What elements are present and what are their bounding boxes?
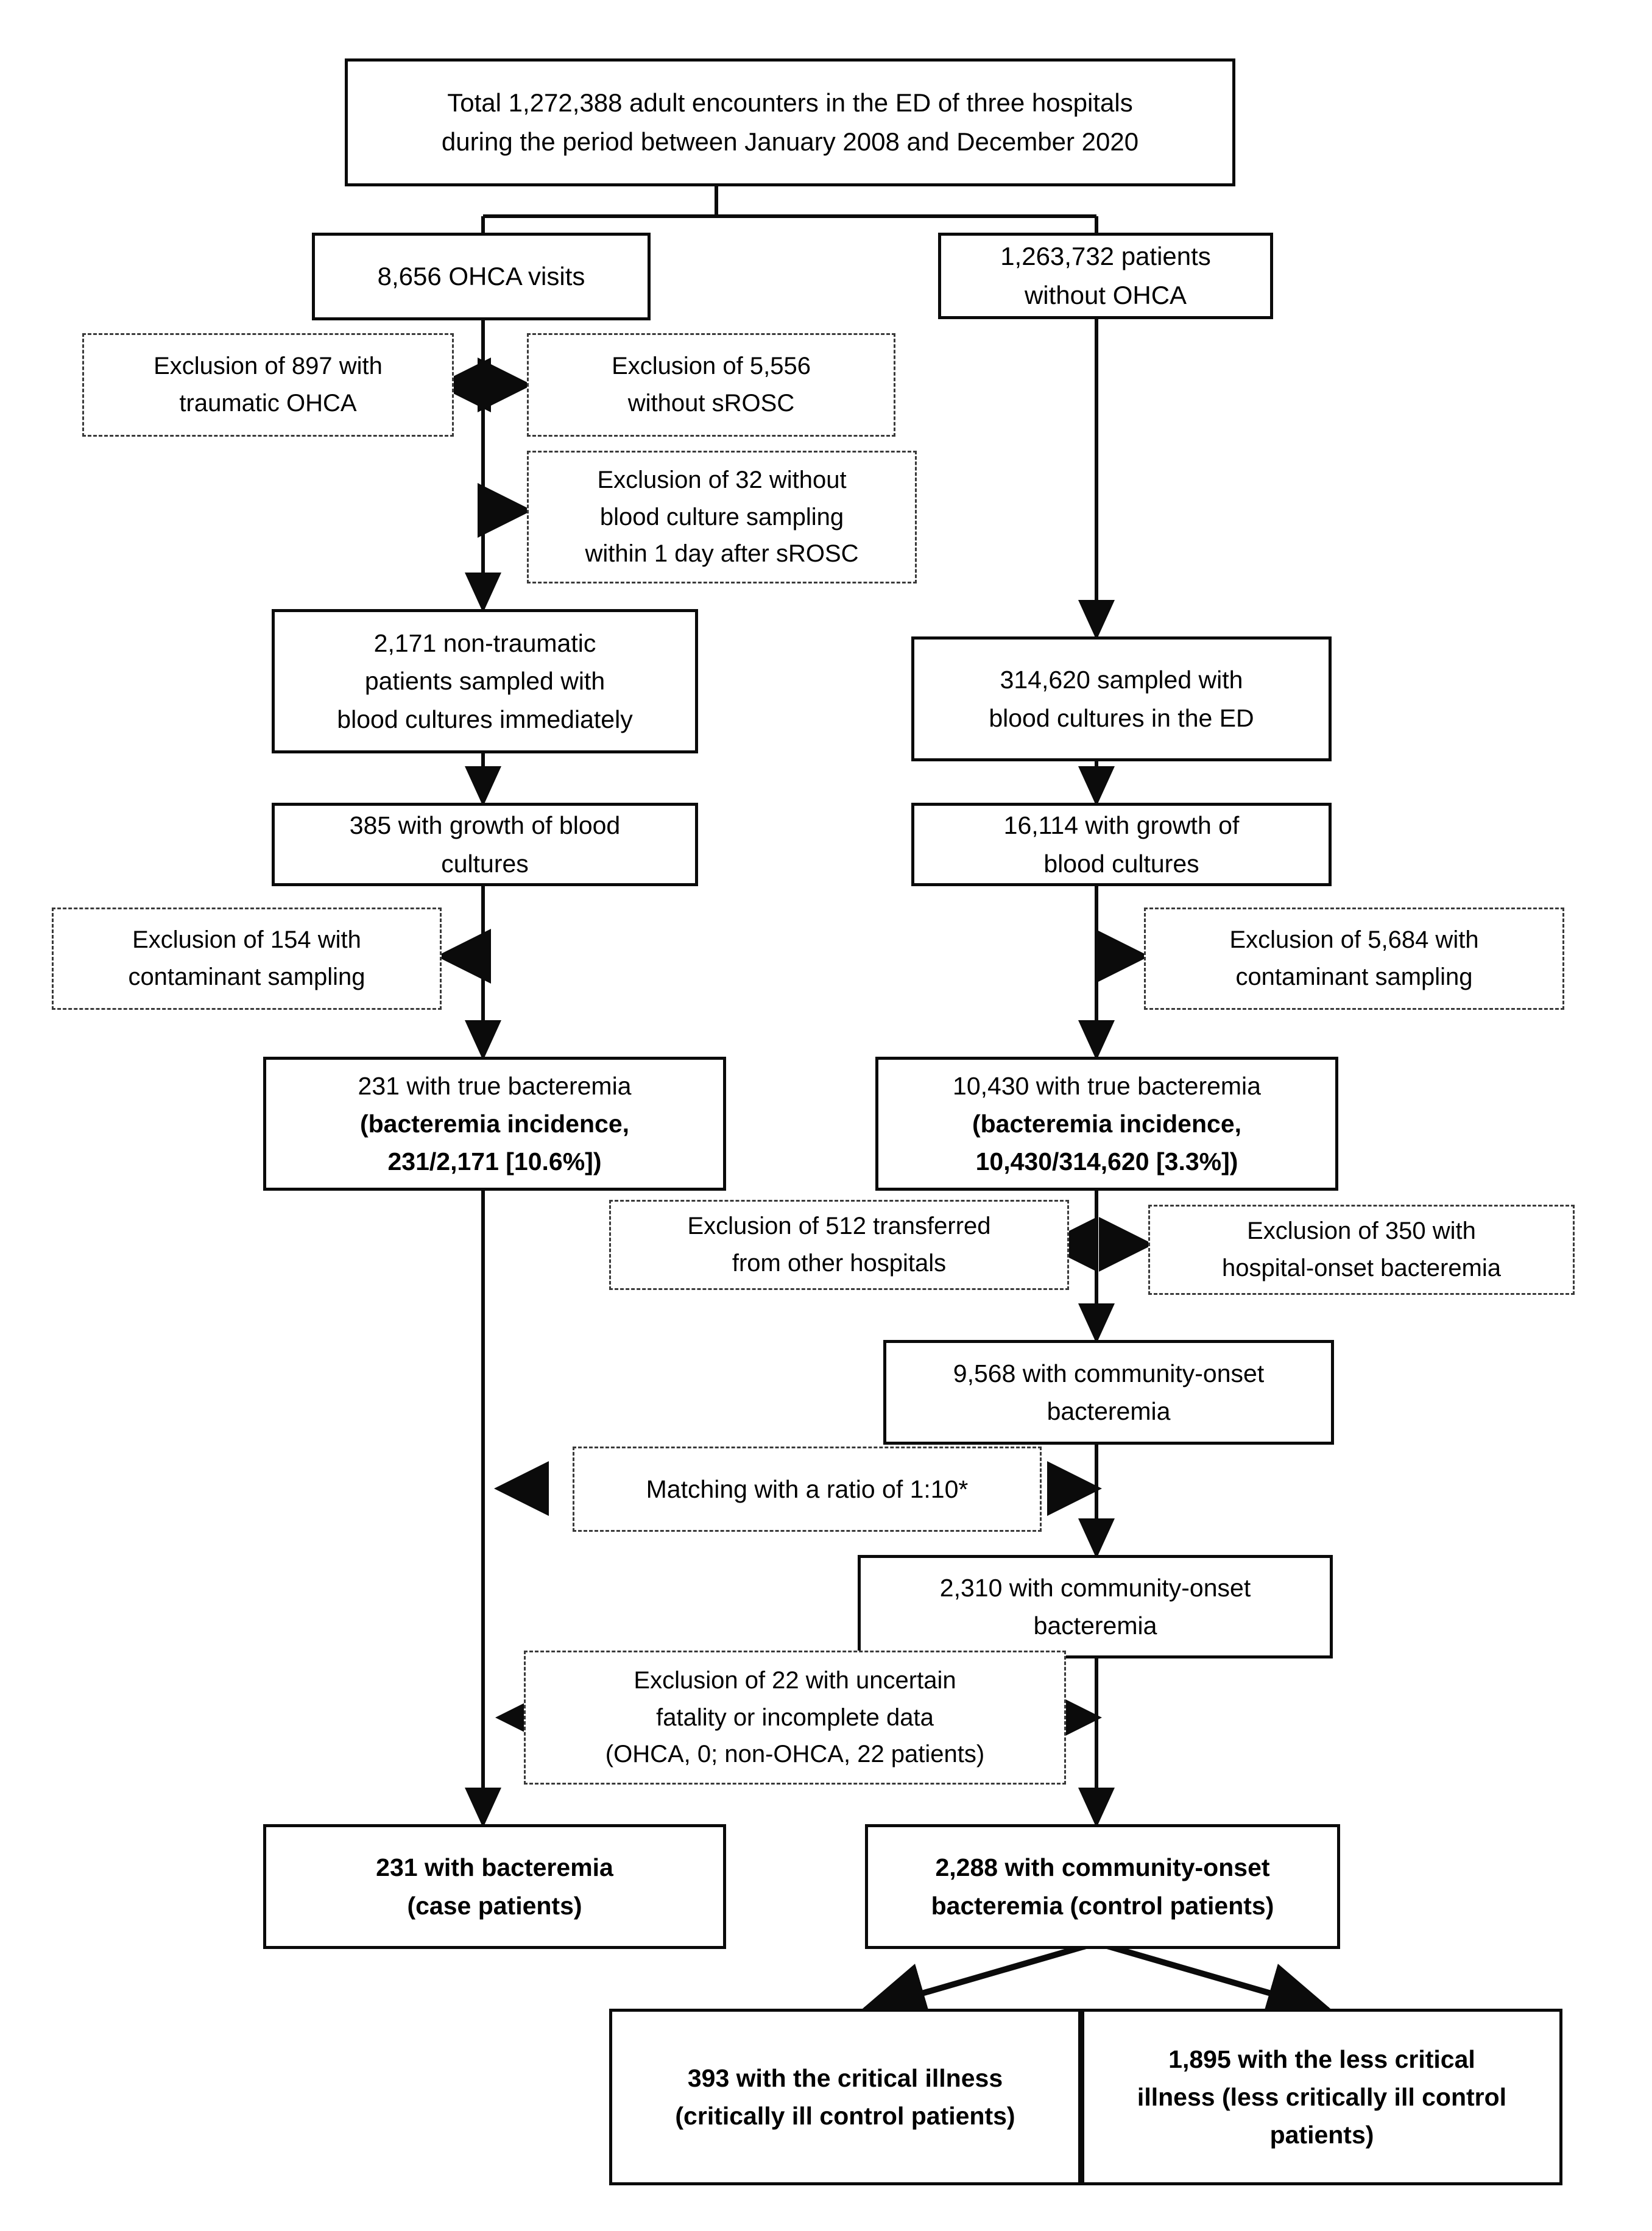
node-total-encounters-text: Total 1,272,388 adult encounters in the … [441,88,1139,156]
node-true-bacteremia-ohca-line1: 231 with true bacteremia [358,1071,632,1100]
node-growth-blood-cultures-ohca: 385 with growth of blood cultures [272,803,698,886]
node-final-case-patients-text: 231 with bacteremia (case patients) [376,1853,613,1920]
node-exclusion-no-blood-culture-text: Exclusion of 32 without blood culture sa… [585,466,859,568]
node-community-onset-9568: 9,568 with community-onset bacteremia [883,1340,1334,1445]
node-exclusion-uncertain-fatality: Exclusion of 22 with uncertain fatality … [524,1651,1066,1785]
node-true-bacteremia-ohca-line2: (bacteremia incidence, 231/2,171 [10.6%]… [359,1109,630,1176]
node-growth-blood-cultures-nonohca: 16,114 with growth of blood cultures [911,803,1332,886]
node-exclusion-contaminant-left: Exclusion of 154 with contaminant sampli… [52,908,442,1010]
node-true-bacteremia-nonohca: 10,430 with true bacteremia (bacteremia … [875,1057,1338,1191]
node-exclusion-transferred: Exclusion of 512 transferred from other … [609,1200,1069,1290]
node-total-encounters: Total 1,272,388 adult encounters in the … [345,58,1235,186]
node-ohca-visits: 8,656 OHCA visits [312,233,651,320]
node-critically-ill-controls: 393 with the critical illness (criticall… [609,2009,1081,2185]
node-true-bacteremia-nonohca-line1: 10,430 with true bacteremia [953,1071,1261,1100]
node-patients-without-ohca-text: 1,263,732 patients without OHCA [1000,242,1211,309]
node-sampled-in-ed: 314,620 sampled with blood cultures in t… [911,636,1332,761]
node-exclusion-uncertain-fatality-text: Exclusion of 22 with uncertain fatality … [605,1666,985,1768]
node-growth-blood-cultures-ohca-text: 385 with growth of blood cultures [349,811,621,878]
node-exclusion-no-blood-culture: Exclusion of 32 without blood culture sa… [527,451,917,583]
node-community-onset-2310-text: 2,310 with community-onset bacteremia [939,1573,1251,1640]
node-exclusion-contaminant-left-text: Exclusion of 154 with contaminant sampli… [128,926,365,990]
node-exclusion-traumatic-ohca-text: Exclusion of 897 with traumatic OHCA [154,353,383,417]
node-final-control-patients-text: 2,288 with community-onset bacteremia (c… [931,1853,1274,1920]
node-patients-without-ohca: 1,263,732 patients without OHCA [938,233,1273,319]
node-non-traumatic-sampled: 2,171 non-traumatic patients sampled wit… [272,609,698,753]
node-exclusion-without-srosc: Exclusion of 5,556 without sROSC [527,333,895,437]
node-less-critically-ill-controls: 1,895 with the less critical illness (le… [1081,2009,1562,2185]
node-final-case-patients: 231 with bacteremia (case patients) [263,1824,726,1949]
node-growth-blood-cultures-nonohca-text: 16,114 with growth of blood cultures [1003,811,1240,878]
node-exclusion-without-srosc-text: Exclusion of 5,556 without sROSC [612,353,811,417]
node-critically-ill-controls-text: 393 with the critical illness (criticall… [675,2064,1015,2130]
node-exclusion-contaminant-right-text: Exclusion of 5,684 with contaminant samp… [1229,926,1479,990]
node-community-onset-9568-text: 9,568 with community-onset bacteremia [953,1359,1265,1425]
node-exclusion-transferred-text: Exclusion of 512 transferred from other … [687,1213,991,1277]
node-exclusion-contaminant-right: Exclusion of 5,684 with contaminant samp… [1144,908,1564,1010]
node-non-traumatic-sampled-text: 2,171 non-traumatic patients sampled wit… [337,629,633,733]
node-exclusion-hospital-onset: Exclusion of 350 with hospital-onset bac… [1148,1205,1575,1295]
node-community-onset-2310: 2,310 with community-onset bacteremia [858,1555,1333,1658]
node-true-bacteremia-ohca: 231 with true bacteremia (bacteremia inc… [263,1057,726,1191]
node-ohca-visits-text: 8,656 OHCA visits [377,262,585,291]
node-matching-ratio-text: Matching with a ratio of 1:10* [646,1475,969,1503]
node-matching-ratio: Matching with a ratio of 1:10* [573,1447,1042,1532]
node-exclusion-traumatic-ohca: Exclusion of 897 with traumatic OHCA [82,333,454,437]
node-exclusion-hospital-onset-text: Exclusion of 350 with hospital-onset bac… [1221,1218,1502,1281]
node-true-bacteremia-nonohca-line2: (bacteremia incidence, 10,430/314,620 [3… [972,1109,1242,1176]
node-final-control-patients: 2,288 with community-onset bacteremia (c… [865,1824,1340,1949]
node-less-critically-ill-controls-text: 1,895 with the less critical illness (le… [1137,2045,1507,2149]
node-sampled-in-ed-text: 314,620 sampled with blood cultures in t… [989,666,1254,732]
